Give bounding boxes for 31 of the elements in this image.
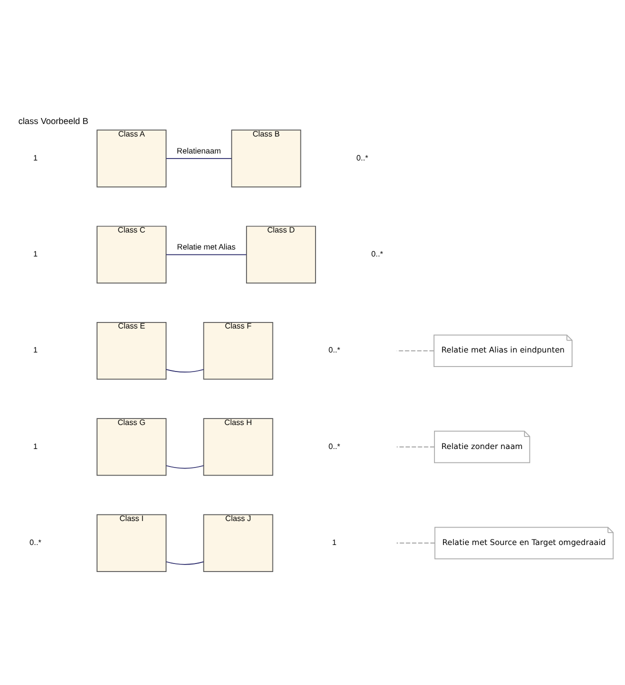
label: 1 [33, 442, 38, 451]
connector [166, 254, 247, 256]
node-box: Class F [203, 322, 274, 380]
node-box: Class A [96, 130, 167, 188]
connector [166, 561, 204, 565]
edge-label: Relatie met Alias [177, 242, 236, 252]
connector [396, 446, 435, 448]
label: 0..* [356, 153, 368, 162]
node-box: Class I [96, 514, 167, 572]
node-box: Class D [246, 226, 316, 284]
connector [166, 369, 204, 373]
connector [396, 542, 436, 544]
label: 1 [33, 153, 38, 162]
node-box: Class G [96, 418, 167, 476]
label: 0..* [328, 346, 340, 355]
label: 0..* [371, 250, 384, 259]
label: 1 [33, 250, 38, 259]
node-box: Class E [96, 322, 167, 380]
connector [166, 158, 232, 159]
label: 1 [332, 538, 337, 548]
node-box: Class C [96, 226, 167, 284]
node-box: Class B [231, 130, 302, 188]
connector [166, 465, 204, 469]
connector [396, 350, 434, 352]
edge-label: Relatienaam [176, 146, 221, 156]
label: 1 [33, 346, 38, 355]
node-box: Class H [203, 418, 274, 476]
node-box: Class J [203, 514, 274, 572]
label: 0..* [30, 538, 42, 548]
diagram-title: class Voorbeeld B [18, 116, 88, 126]
label: 0..* [328, 442, 340, 451]
